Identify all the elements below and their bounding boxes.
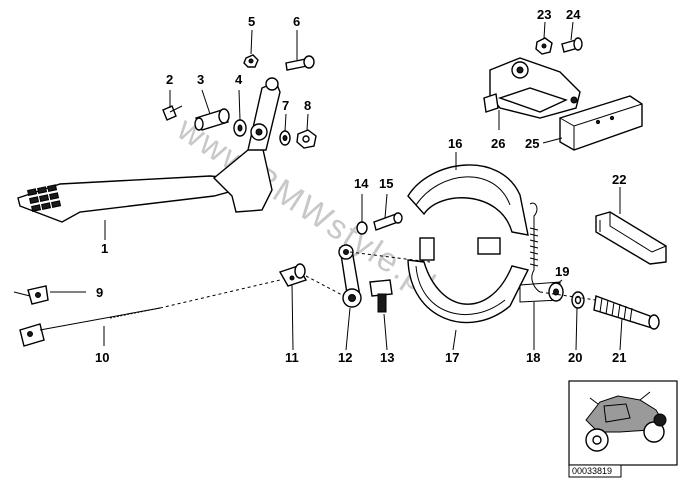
channel-part-22 (595, 211, 667, 265)
callout-5: 5 (248, 14, 255, 29)
callout-4: 4 (235, 72, 243, 87)
nut-part-23 (535, 37, 553, 55)
callout-7: 7 (282, 98, 289, 113)
callout-3: 3 (197, 72, 204, 87)
adjuster-part-21 (593, 295, 660, 330)
callout-16: 16 (448, 136, 462, 151)
rubber-part-25 (559, 95, 643, 151)
motorcycle-thumbnail (568, 380, 678, 466)
callout-24: 24 (566, 7, 581, 22)
callout-12: 12 (338, 350, 352, 365)
bracket-part-26 (483, 57, 581, 119)
washer-part-14 (356, 221, 368, 235)
callout-8: 8 (304, 98, 311, 113)
callout-13: 13 (380, 350, 394, 365)
callout-11: 11 (285, 350, 299, 365)
callout-14: 14 (354, 176, 369, 191)
callout-15: 15 (379, 176, 393, 191)
nut-part-8 (296, 129, 317, 149)
bushing-part-3 (194, 108, 230, 131)
brake-pedal-part (17, 77, 281, 223)
callout-19: 19 (555, 264, 569, 279)
callout-9: 9 (96, 285, 103, 300)
motorcycle-icon (585, 391, 667, 452)
reference-number-box: 00033819 (568, 464, 622, 478)
clip-part-9 (13, 285, 49, 305)
callout-21: 21 (612, 350, 626, 365)
brake-shoe-part-17 (407, 259, 530, 324)
screw-part-2 (162, 105, 183, 121)
trunnion-part-11 (278, 263, 308, 287)
callout-25: 25 (525, 136, 539, 151)
callout-labels: 1 2 3 4 5 6 7 8 9 10 11 12 13 14 15 16 1… (95, 7, 626, 365)
screw-part-24 (561, 37, 583, 53)
cam-lever-part-12 (338, 244, 362, 308)
washer-part-19 (548, 282, 564, 302)
callout-18: 18 (526, 350, 540, 365)
washer-part-20 (571, 291, 585, 309)
callout-2: 2 (166, 72, 173, 87)
callout-26: 26 (491, 136, 505, 151)
callout-23: 23 (537, 7, 551, 22)
nut-part-5 (243, 54, 259, 68)
callout-22: 22 (612, 172, 626, 187)
bolt-part-15 (373, 212, 403, 231)
brake-rod-part-10 (19, 307, 161, 347)
callout-17: 17 (445, 350, 459, 365)
callout-10: 10 (95, 350, 109, 365)
callout-1: 1 (101, 241, 108, 256)
brake-shoe-part-16 (407, 164, 529, 261)
callout-6: 6 (293, 14, 300, 29)
wing-nut-part-13 (369, 279, 393, 313)
washer-part-4 (233, 119, 247, 137)
reference-number: 00033819 (572, 466, 612, 476)
bolt-part-6 (285, 55, 315, 71)
callout-20: 20 (568, 350, 582, 365)
leader-lines (50, 21, 623, 351)
washer-part-7 (279, 130, 291, 146)
assembly-axis (159, 251, 597, 309)
